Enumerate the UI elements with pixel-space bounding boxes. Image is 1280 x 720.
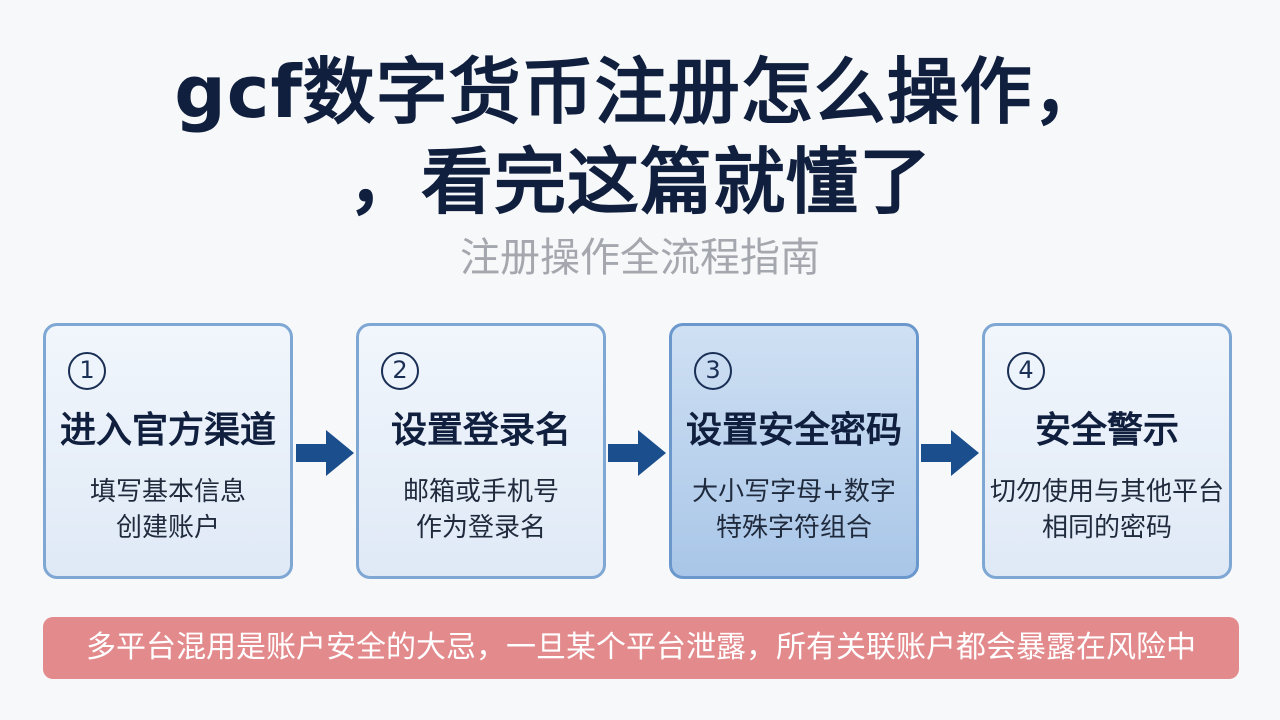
step-description: 大小写字母+数字 特殊字符组合	[672, 474, 916, 546]
step-description: 填写基本信息 创建账户	[46, 474, 290, 546]
step-number-badge: 3	[694, 352, 732, 390]
warning-banner: 多平台混用是账户安全的大忌，一旦某个平台泄露，所有关联账户都会暴露在风险中	[43, 617, 1239, 679]
step-description-line: 特殊字符组合	[715, 513, 872, 543]
arrow-right-icon	[921, 430, 979, 476]
step-heading: 设置登录名	[390, 410, 571, 451]
step-description-line: 作为登录名	[415, 513, 546, 543]
step-description-line: 填写基本信息	[89, 477, 246, 507]
main-title-line-2: ，看完这篇就懂了	[347, 140, 932, 224]
step-description-line: 创建账户	[115, 513, 220, 543]
step-heading: 设置安全密码	[685, 410, 902, 451]
step-card-4: 4 安全警示 切勿使用与其他平台 相同的密码	[982, 323, 1232, 579]
step-card-1: 1 进入官方渠道 填写基本信息 创建账户	[43, 323, 293, 579]
step-description-line: 相同的密码	[1041, 513, 1172, 543]
step-number-badge: 4	[1007, 352, 1045, 390]
step-card-3: 3 设置安全密码 大小写字母+数字 特殊字符组合	[669, 323, 919, 579]
arrow-right-icon	[296, 430, 354, 476]
step-card-2: 2 设置登录名 邮箱或手机号 作为登录名	[356, 323, 606, 579]
step-number-badge: 2	[381, 352, 419, 390]
step-description: 邮箱或手机号 作为登录名	[359, 474, 603, 546]
step-description-line: 邮箱或手机号	[402, 477, 559, 507]
step-heading: 进入官方渠道	[59, 410, 276, 451]
subtitle: 注册操作全流程指南	[460, 235, 820, 281]
arrow-right-icon	[608, 430, 666, 476]
step-description: 切勿使用与其他平台 相同的密码	[985, 474, 1229, 546]
warning-text: 多平台混用是账户安全的大忌，一旦某个平台泄露，所有关联账户都会暴露在风险中	[86, 630, 1196, 665]
step-description-line: 切勿使用与其他平台	[989, 477, 1224, 507]
step-number-badge: 1	[68, 352, 106, 390]
step-heading: 安全警示	[1034, 410, 1179, 451]
main-title-line-1: gcf数字货币注册怎么操作，	[174, 50, 1106, 134]
step-description-line: 大小写字母+数字	[692, 477, 896, 507]
